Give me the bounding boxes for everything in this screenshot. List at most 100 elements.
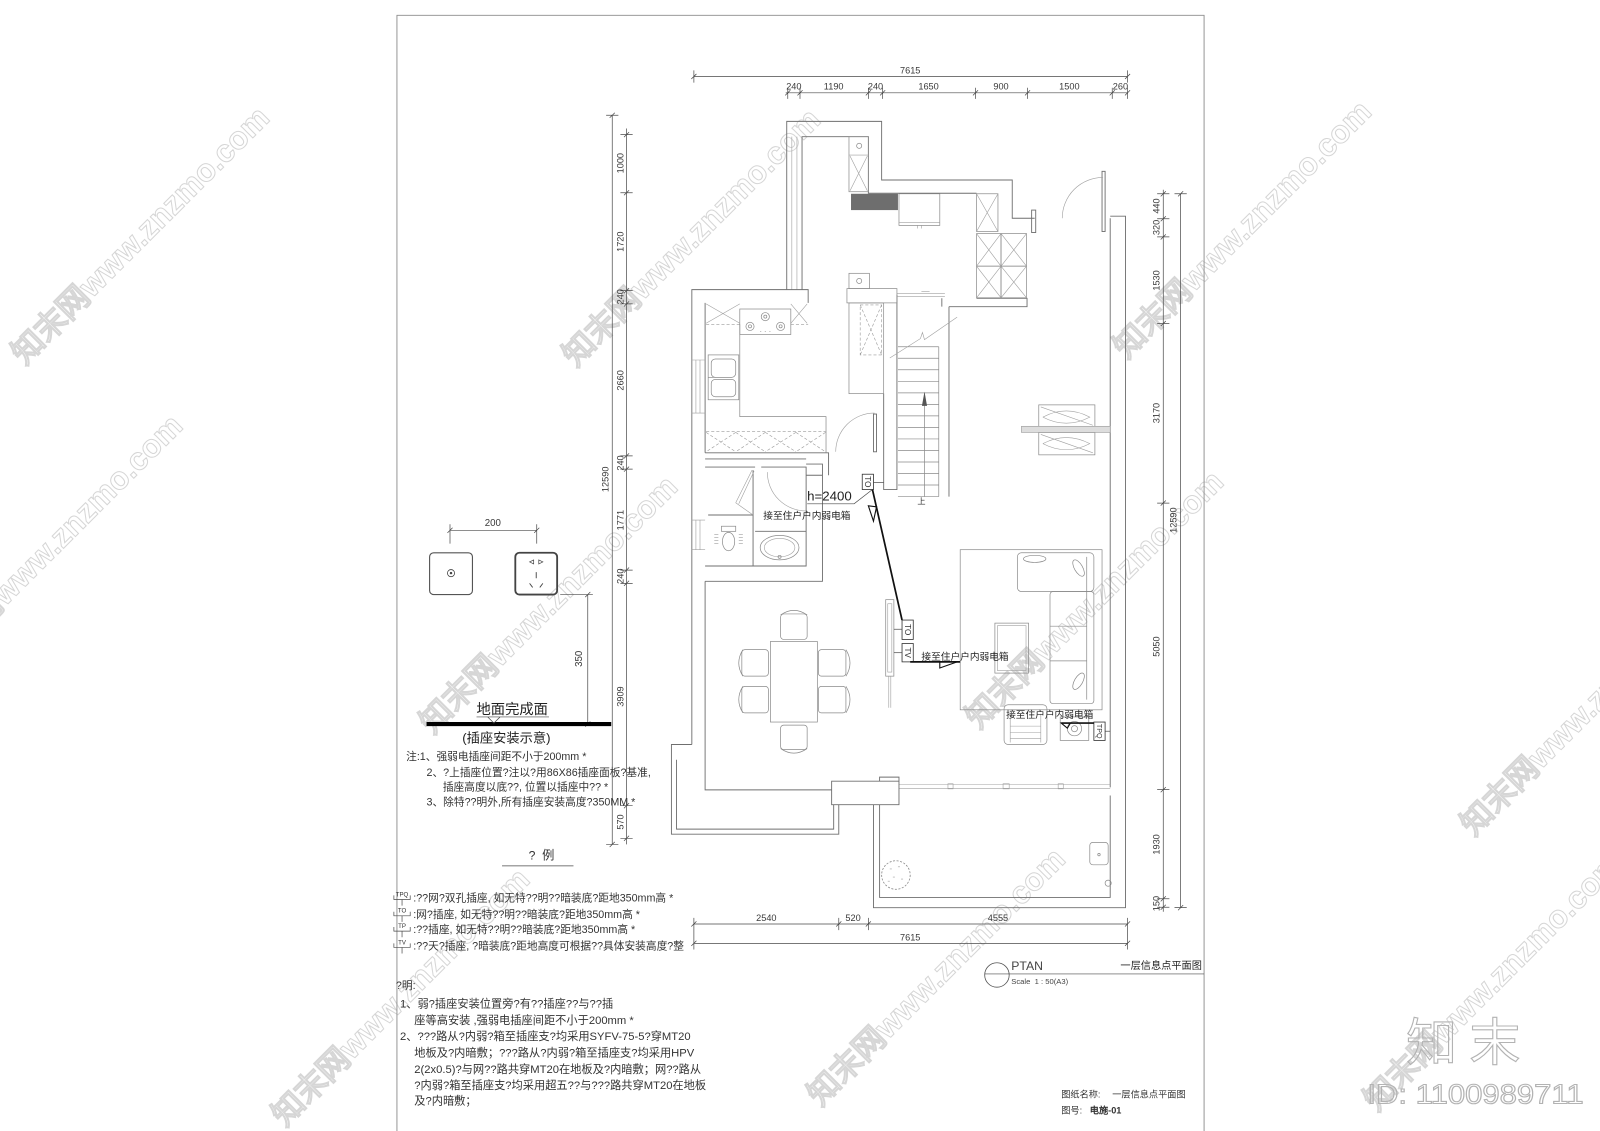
dining-chair-back [845,686,851,714]
column-outlet-circle [856,278,863,284]
top-segment-dimension: 240 [786,82,801,92]
cable-run-to-tv-wall [871,489,903,621]
drawing-name-value: 一层信息点平面图 [1112,1088,1185,1099]
legend-text: :??天?插座, ?暗装底?距地高度可根据??具体安装高度?整 [413,939,684,952]
kitchen-bath-partition [705,452,830,476]
left-segment-dimension: 3909 [616,686,626,706]
dining-set [738,610,851,754]
refrigerator-detail [898,222,940,229]
outlet-to-lower-label: TO [903,624,912,635]
legend-symbol: TO [398,908,407,915]
wash-basin-inner [763,538,796,558]
left-segment-dimension: 1720 [616,232,626,252]
tall-cabinet [848,136,869,193]
stair-up-arrow-icon [921,391,928,406]
description-line: 座等高安装 ,强弱电插座间距不小于200mm * [414,1013,634,1027]
kitchen-dining-west-wall [691,289,832,791]
kitchen-door-swing [835,412,875,452]
drawing-number-label: 图号: [1061,1106,1082,1116]
staircase: 上 [889,316,958,506]
view-title: PTAN Scale 1 : 50(A3) 一层信息点平面图 [984,959,1205,988]
watermark-text: 知末网www.znzmo.com [412,468,684,740]
upper-wing-inner-wall [801,136,977,290]
view-title-bubble [984,962,1010,988]
finished-floor-label: 地面完成面 [477,701,548,718]
outlet-to-upper-label: TO [863,476,872,487]
lower-counter-cross [705,432,826,453]
right-segment-dimension-line [1157,189,1170,912]
building-walls [670,120,1126,909]
sheet-border [396,14,1205,1131]
top-segment-dimension: 1190 [824,82,844,92]
garden-fixture [1104,879,1112,887]
window-mullion [1057,783,1064,790]
socket-note: 插座高度以底??, 位置以插座中?? * [443,780,608,793]
watermark-text: 知末网www.znzmo.com [958,463,1230,735]
left-overall-dimension-line [606,112,619,848]
weak-current-socket-panel [429,552,474,596]
legend-symbol: TPQ [396,891,409,898]
socket-installation-diagram: 200 350 地面完成面 (插座安装示意) 注:1、强弱电插座间距不小于200… [406,518,651,808]
description-line: 2、???路从?内弱?箱至插座支?均采用SYFV-75-5?穿MT20 [400,1029,691,1043]
description-line: 地板及?内暗敷；???路从?内弱?箱至插座支?均采用HPV [414,1046,694,1060]
sink-basin [710,379,737,398]
dining-chair [741,649,769,677]
dining-chair-back [780,748,808,754]
outlet-to-upper-box [861,473,874,490]
drawing-name-label: 图纸名称: [1061,1088,1100,1099]
socket-height-dimension-line [560,591,593,727]
entrance-door-leaf [1101,170,1106,232]
top-segment-dimension: 260 [1113,82,1128,92]
doors [767,170,1106,512]
garden-inner-wall [879,795,1111,898]
coax-port-center [449,571,453,575]
socket-note: 2、?上插座位置?注以?用86X86插座面板?基准, [427,766,651,779]
toilet-bowl [722,531,736,552]
bottom-segment-dimension: 4555 [988,913,1008,923]
coffee-table-inner [997,625,1027,671]
toilet-tank [721,525,737,532]
legend-symbol: TV [398,939,407,946]
right-segment-dimension: 320 [1151,220,1161,235]
tree-marks [887,866,904,882]
window-mullion [947,783,954,790]
legend-item: TP :??插座, 如无特??明??暗装底?距地350mm高 * [393,923,635,938]
wash-basin [759,535,800,561]
top-overall-dimension: 7615 [900,65,920,75]
living-room-window [898,783,1111,789]
watermark-text: 知末网www.znzmo.com [1453,570,1600,842]
information-outlets: TO h=2400 接至住户户内弱电箱 TO TV 接至住户户内弱电箱 TPQ … [763,473,1111,741]
range-hood-block [851,193,898,211]
sofa-main [1049,591,1095,705]
socket-note: 注:1、强弱电插座间距不小于200mm * [406,750,586,763]
top-segment-dimension: 240 [868,82,883,92]
bathroom-door-swing [767,472,807,512]
top-segment-dimension: 1650 [918,82,938,92]
cable-note: 接至住户户内弱电箱 [921,650,1009,663]
left-segment-dimension: 240 [616,289,626,304]
socket-height-dimension: 350 [574,650,585,667]
right-dimensions: 440 320 1530 3170 5050 1930 150 12590 [1151,189,1187,912]
socket-slots-icon [529,572,544,588]
cable-arrow-icon [939,661,958,669]
stove-burner-icon [745,321,755,331]
outlet-symbol-icon [393,895,411,906]
stove-burner-center [778,324,783,329]
outlet-symbol-icon [393,943,411,954]
left-segment-dimension: 570 [616,814,626,829]
legend-item: TV :??天?插座, ?暗装底?距地高度可根据??具体安装高度?整 [393,939,684,954]
description-line: 2(2x0.5)?与网??路共穿MT20在地板及?内暗敷；网??路从 [414,1062,701,1076]
top-dimensions: 7615 240 1190 240 1650 900 1500 260 [691,65,1131,99]
view-label: PTAN [1011,959,1043,973]
legend-item: TPQ :??网?双孔插座, 如无特??明??暗装底?距地350mm高 * [393,891,673,906]
stair-up-label: 上 [917,497,925,506]
dining-chair [818,685,847,714]
gas-stove [739,308,792,335]
dining-chair [741,685,769,714]
column-cabinet-hidden [859,304,882,356]
dining-chair [818,649,847,677]
shower-glass [735,470,755,516]
coffee-table [994,622,1029,674]
